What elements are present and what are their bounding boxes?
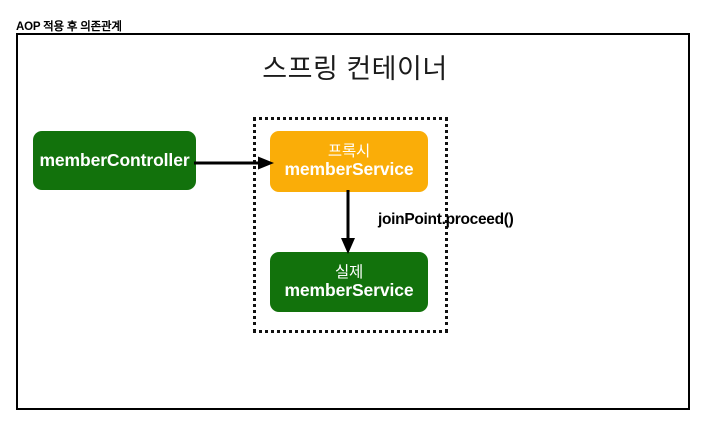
node-real-member-service-label: memberService <box>284 279 414 300</box>
arrow-proxy-to-real-icon <box>341 190 355 254</box>
node-real-member-service[interactable]: 실제 memberService <box>270 252 428 312</box>
node-member-controller[interactable]: memberController <box>33 131 196 190</box>
edge-label-joinpoint-proceed: joinPoint.proceed() <box>378 211 514 228</box>
node-member-controller-label: memberController <box>39 149 190 170</box>
diagram-outer-frame <box>16 33 690 410</box>
arrow-controller-to-proxy-icon <box>194 156 274 170</box>
node-proxy-member-service-sublabel: 프록시 <box>327 143 371 161</box>
proxy-group-boundary <box>253 117 448 333</box>
node-proxy-member-service[interactable]: 프록시 memberService <box>270 131 428 192</box>
node-proxy-member-service-label: memberService <box>284 159 414 180</box>
slide-title: AOP 적용 후 의존관계 <box>16 21 122 33</box>
spring-container-heading: 스프링 컨테이너 <box>262 54 448 84</box>
node-real-member-service-sublabel: 실제 <box>334 263 364 281</box>
